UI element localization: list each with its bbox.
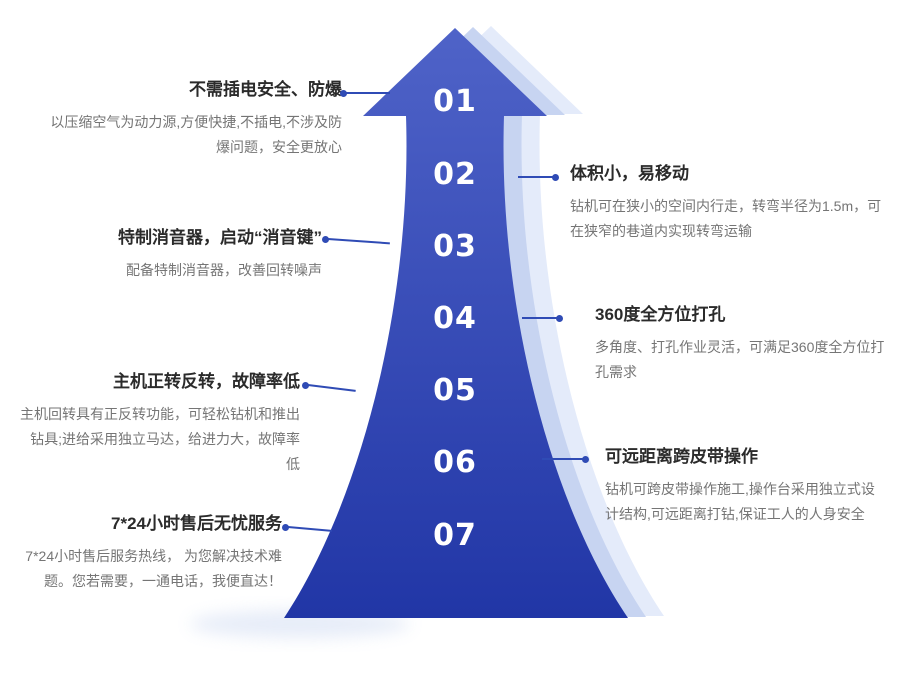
feature-item: 特制消音器，启动“消音键” 配备特制消音器，改善回转噪声 xyxy=(40,226,322,283)
feature-body: 多角度、打孔作业灵活，可满足360度全方位打孔需求 xyxy=(595,339,885,380)
arrow-number: 07 xyxy=(433,518,477,553)
feature-item: 7*24小时售后无忧服务 7*24小时售后服务热线， 为您解决技术难题。您若需要… xyxy=(8,512,282,594)
connector-dot xyxy=(322,236,329,243)
arrow-number: 03 xyxy=(433,229,477,264)
feature-item: 可远距离跨皮带操作 钻机可跨皮带操作施工,操作台采用独立式设计结构,可远距离打钻… xyxy=(605,445,887,527)
feature-body: 主机回转具有正反转功能，可轻松钻机和推出钻具;进给采用独立马达，给进力大，故障率… xyxy=(20,406,300,472)
feature-body: 7*24小时售后服务热线， 为您解决技术难题。您若需要，一通电话，我便直达！ xyxy=(25,548,282,589)
feature-item: 体积小，易移动 钻机可在狭小的空间内行走，转弯半径为1.5m，可在狭窄的巷道内实… xyxy=(570,162,888,244)
feature-title: 体积小，易移动 xyxy=(570,164,689,183)
connector-line xyxy=(518,176,556,178)
connector-dot xyxy=(302,382,309,389)
connector-dot xyxy=(552,174,559,181)
feature-title: 特制消音器，启动“消音键” xyxy=(118,228,322,247)
arrow-number: 02 xyxy=(433,157,477,192)
feature-title: 主机正转反转，故障率低 xyxy=(113,372,300,391)
arrow-number: 04 xyxy=(433,301,477,336)
feature-body: 钻机可跨皮带操作施工,操作台采用独立式设计结构,可远距离打钻,保证工人的人身安全 xyxy=(605,481,875,522)
feature-title: 可远距离跨皮带操作 xyxy=(605,447,758,466)
feature-title: 360度全方位打孔 xyxy=(595,305,726,324)
feature-item: 主机正转反转，故障率低 主机回转具有正反转功能，可轻松钻机和推出钻具;进给采用独… xyxy=(18,370,300,477)
connector-dot xyxy=(556,315,563,322)
arrow-number: 05 xyxy=(433,373,477,408)
connector-line xyxy=(522,317,560,319)
feature-title: 不需插电安全、防爆 xyxy=(189,80,342,99)
feature-body: 以压缩空气为动力源,方便快捷,不插电,不涉及防爆问题，安全更放心 xyxy=(50,114,342,155)
feature-title: 7*24小时售后无忧服务 xyxy=(111,514,282,533)
feature-body: 钻机可在狭小的空间内行走，转弯半径为1.5m，可在狭窄的巷道内实现转弯运输 xyxy=(570,198,882,239)
up-arrow-shape xyxy=(284,28,628,618)
arrow-number: 06 xyxy=(433,445,477,480)
connector-dot xyxy=(340,90,347,97)
connector-line xyxy=(346,92,390,94)
arrow-number: 01 xyxy=(433,84,477,119)
feature-item: 不需插电安全、防爆 以压缩空气为动力源,方便快捷,不插电,不涉及防爆问题，安全更… xyxy=(40,78,342,160)
connector-dot xyxy=(282,524,289,531)
connector-dot xyxy=(582,456,589,463)
feature-body: 配备特制消音器，改善回转噪声 xyxy=(126,262,322,278)
connector-line xyxy=(542,458,586,460)
feature-item: 360度全方位打孔 多角度、打孔作业灵活，可满足360度全方位打孔需求 xyxy=(595,303,887,385)
